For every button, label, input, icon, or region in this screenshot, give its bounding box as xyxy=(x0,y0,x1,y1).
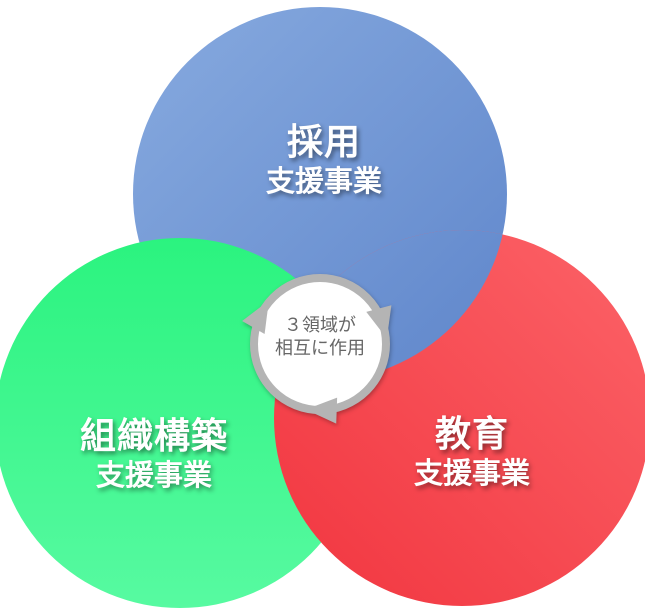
rotation-cycle-icon xyxy=(242,274,392,424)
